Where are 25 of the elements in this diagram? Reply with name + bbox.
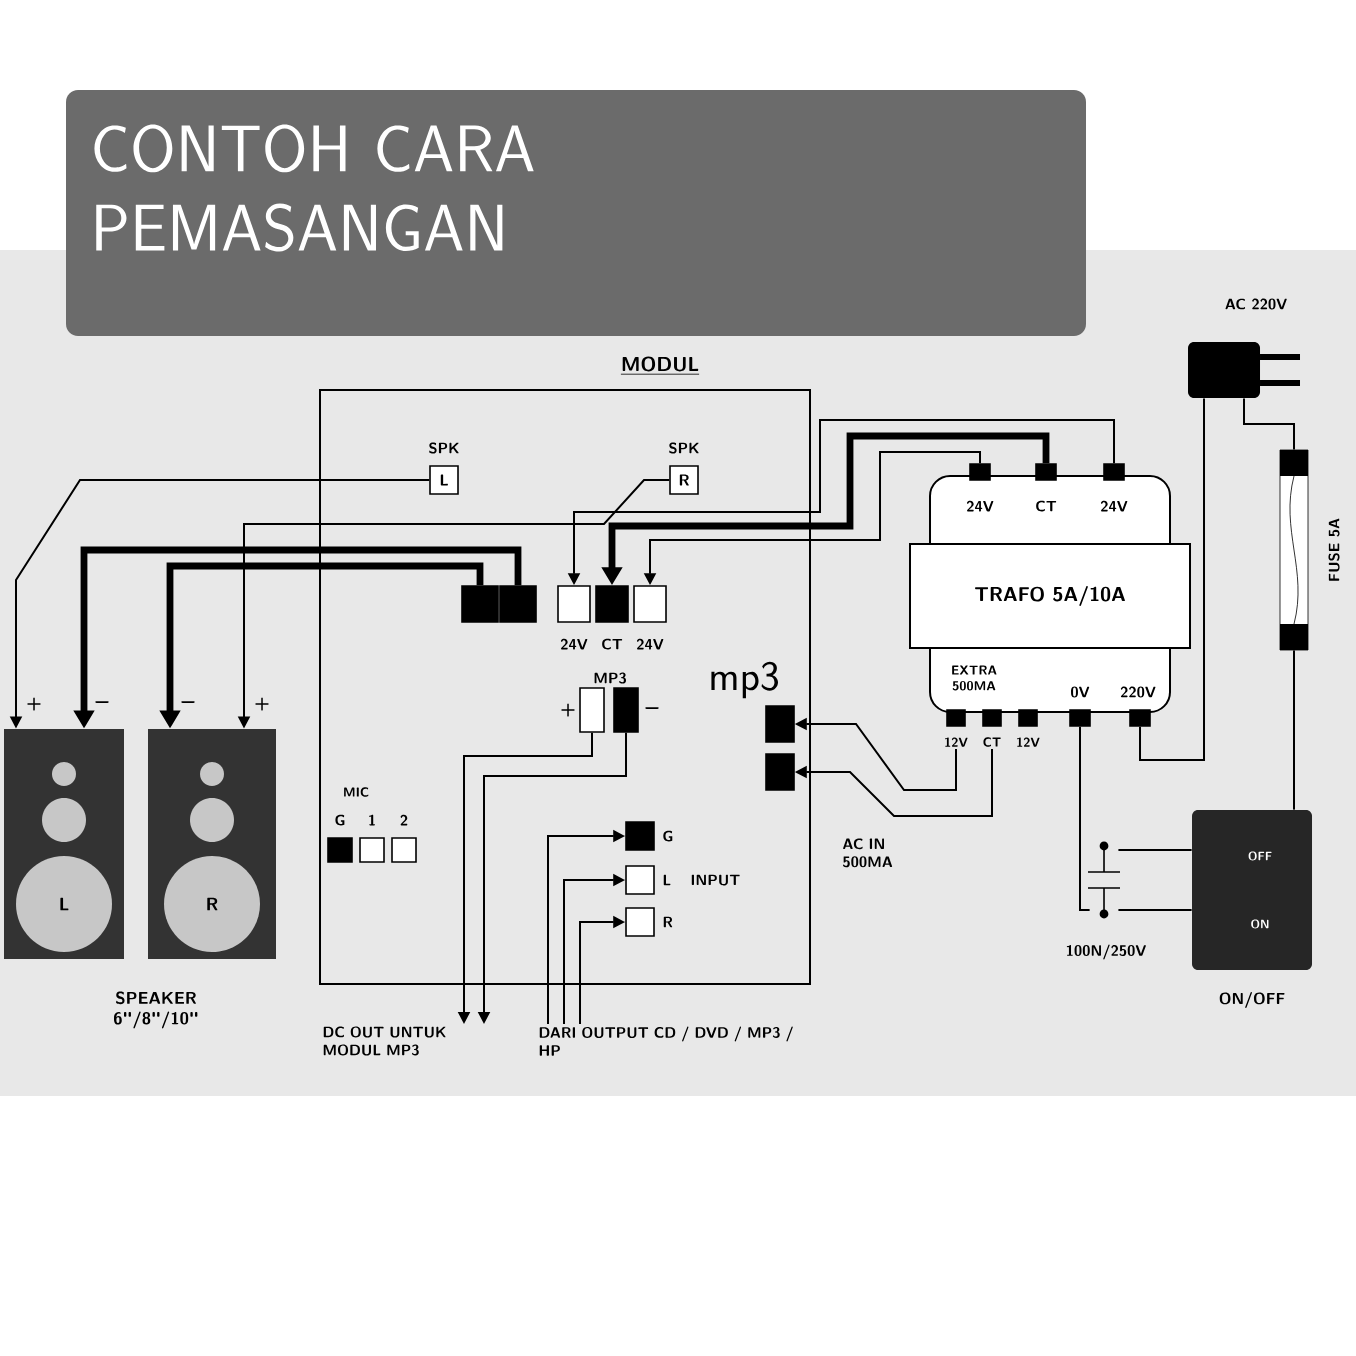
wire	[1079, 725, 1091, 911]
speaker-drawing: R	[148, 729, 276, 959]
speaker-terminal	[499, 585, 537, 623]
terminal-sign: −	[181, 701, 195, 703]
mp3-terminal: −	[613, 687, 659, 733]
terminal-sign: +	[27, 697, 41, 711]
wire	[1243, 397, 1295, 451]
module-terminal	[765, 705, 795, 743]
wire	[1139, 397, 1205, 761]
wire	[1117, 849, 1193, 851]
speaker-drawing: L	[4, 729, 124, 959]
wire	[1293, 649, 1295, 811]
terminal-sign: +	[255, 697, 269, 711]
mp3-terminal: +	[561, 687, 605, 733]
node-label: MODUL	[622, 356, 699, 372]
node-label: ON/OFF	[1219, 992, 1285, 1008]
wire	[1117, 909, 1193, 911]
speaker-label: SPEAKER 6"/8"/10"	[114, 991, 198, 1029]
module-terminal	[765, 753, 795, 791]
node-label: +	[561, 703, 575, 717]
node-label: −	[645, 707, 659, 709]
terminal-sign: −	[95, 701, 109, 703]
title-banner: CONTOH CARA PEMASANGAN	[66, 90, 1086, 336]
module-label: mp3	[711, 661, 778, 699]
speaker-terminal	[461, 585, 499, 623]
